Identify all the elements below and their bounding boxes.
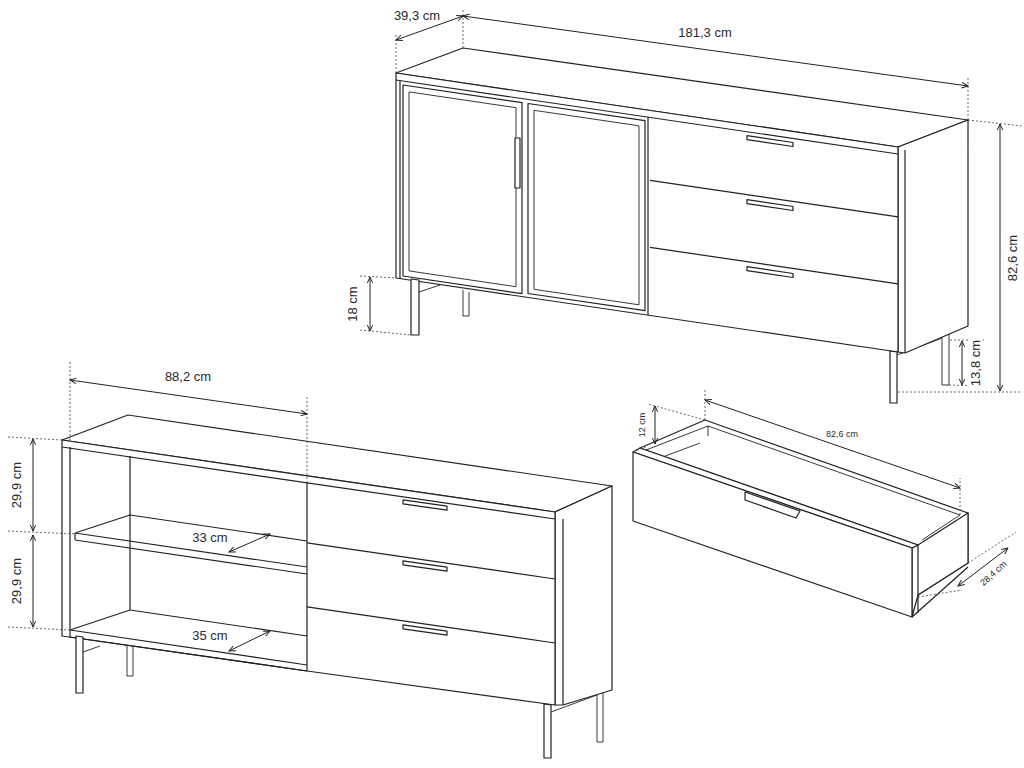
dimension-lines bbox=[8, 362, 307, 651]
dimension-label: 88,2 cm bbox=[164, 370, 212, 384]
drawer-side bbox=[912, 513, 968, 617]
drawer-divider bbox=[307, 543, 555, 643]
sideboard-front bbox=[396, 73, 898, 352]
dimension-label: 29,9 cm bbox=[10, 461, 24, 509]
shelf bbox=[70, 515, 307, 665]
dimension-label: 35 cm bbox=[191, 629, 228, 643]
drawer-handle bbox=[747, 136, 793, 278]
dimension-lines bbox=[633, 390, 1016, 597]
dimension-line bbox=[33, 439, 34, 531]
extension-line bbox=[360, 10, 1022, 392]
door-handle bbox=[515, 138, 520, 188]
drawer-front bbox=[633, 452, 912, 617]
drawer-divider bbox=[650, 180, 898, 284]
dimension-line bbox=[463, 16, 968, 86]
dimension-label: 28,4 cm bbox=[978, 559, 1010, 589]
dimension-label: 82,6 cm bbox=[825, 430, 859, 440]
dimension-label: 12 cm bbox=[638, 412, 648, 439]
extension-line bbox=[8, 362, 307, 630]
drawer-edge bbox=[912, 545, 968, 617]
dimension-line bbox=[705, 400, 960, 488]
dimension-label: 181,3 cm bbox=[677, 26, 732, 40]
dimension-label: 33 cm bbox=[191, 531, 228, 545]
dimension-label: 29,9 cm bbox=[10, 557, 24, 605]
drawer-handle bbox=[745, 492, 800, 518]
dimension-line bbox=[229, 534, 270, 552]
dimension-line bbox=[655, 406, 656, 444]
dimension-label: 18 cm bbox=[346, 285, 360, 322]
drawer-box bbox=[633, 420, 968, 617]
sideboard-front bbox=[62, 440, 555, 705]
sideboard-doors bbox=[396, 48, 968, 403]
sideboard-edges bbox=[62, 447, 563, 705]
sideboard-leg bbox=[411, 279, 897, 403]
glass-door bbox=[403, 85, 645, 311]
sideboard-leg bbox=[76, 636, 551, 758]
dimension-line bbox=[33, 535, 34, 627]
sideboard-side bbox=[898, 120, 968, 353]
sideboard-edges bbox=[396, 80, 905, 353]
extension-line bbox=[633, 390, 1016, 597]
drawer-handle bbox=[403, 500, 447, 635]
dimension-label: 13,8 cm bbox=[969, 339, 983, 387]
dimension-line bbox=[229, 631, 270, 651]
door-glass bbox=[409, 92, 639, 305]
dimension-line bbox=[962, 341, 963, 385]
dimension-lines bbox=[360, 10, 1022, 392]
sideboard-open bbox=[62, 415, 612, 758]
dimension-line bbox=[1000, 124, 1001, 391]
dimension-label: 39,3 cm bbox=[393, 9, 441, 23]
dimension-label: 82,6 cm bbox=[1006, 234, 1020, 282]
dimension-line bbox=[70, 380, 307, 414]
dimension-line bbox=[370, 277, 371, 331]
